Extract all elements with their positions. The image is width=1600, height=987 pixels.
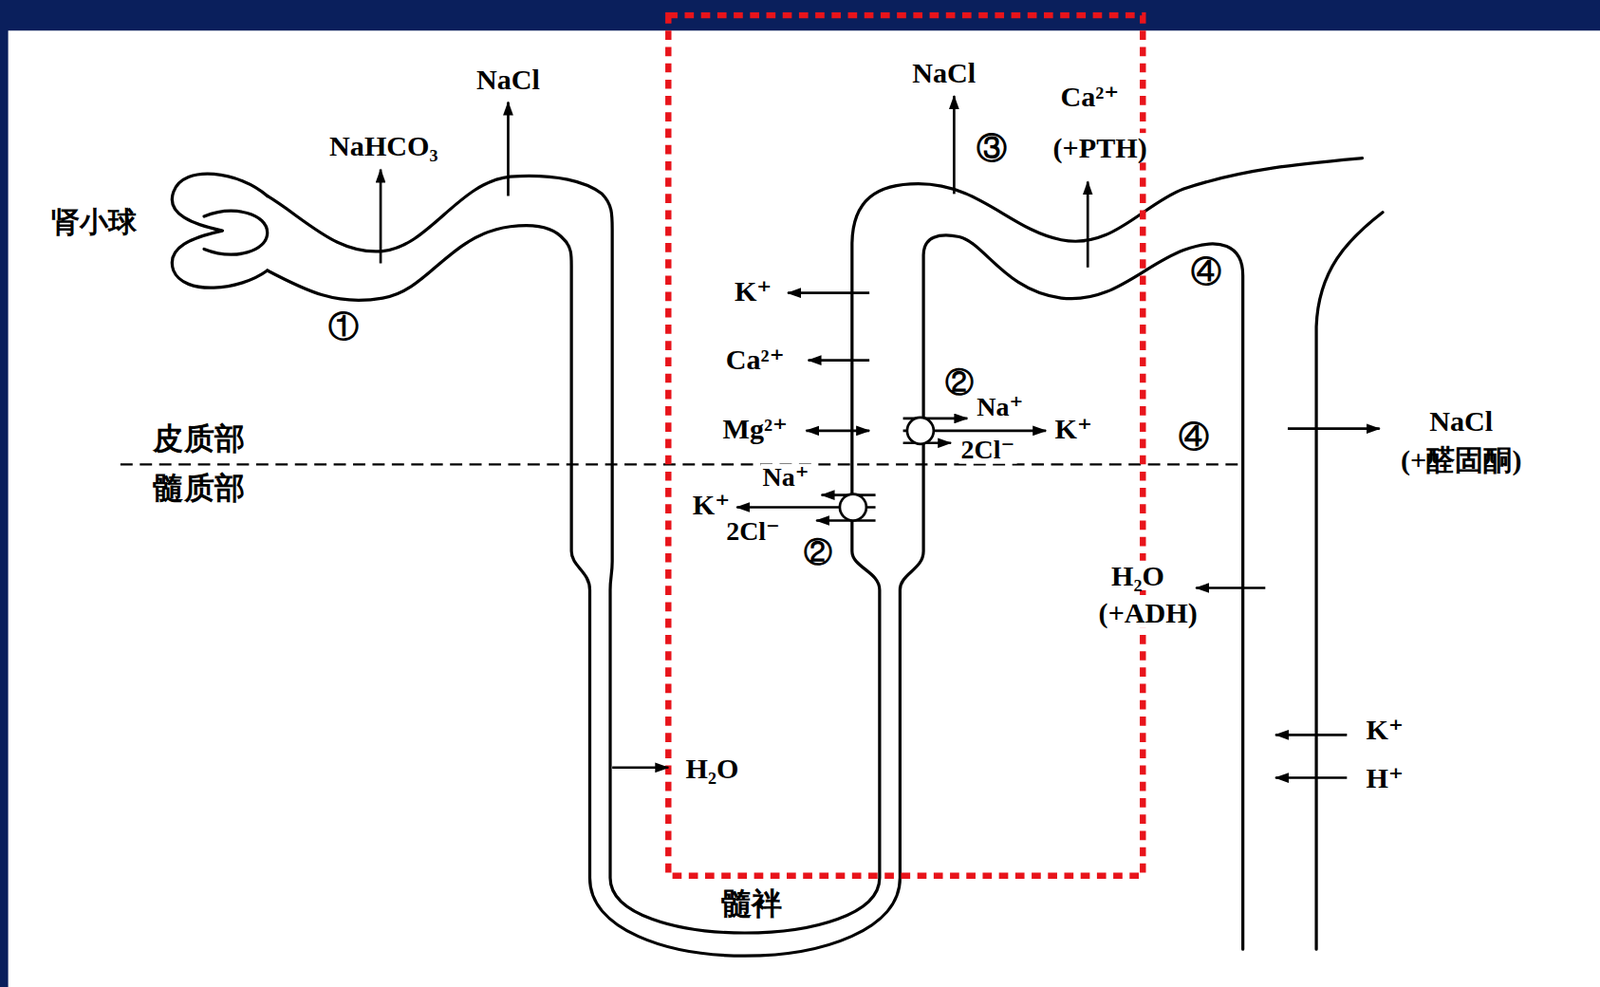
ion-label: NaCl [910,58,978,90]
ion-label: 2Cl⁻ [958,436,1017,465]
transport-arrow [952,95,956,194]
transport-arrow [805,429,870,433]
ion-label: 2Cl⁻ [724,518,782,546]
bowman-capsule [171,173,267,288]
hormone-label: (+PTH) [1050,132,1149,164]
ion-label: NaCl [474,64,542,95]
ion-label: K⁺ [690,490,733,521]
ion-label: H₂O [683,753,741,784]
callout-number: ④ [1189,255,1225,288]
transport-arrow [1086,181,1090,267]
ion-label: H₂O [1109,560,1167,592]
ion-label: Ca²⁺ [1058,81,1121,112]
transport-arrow [1195,586,1266,590]
region-label: 皮质部 [150,423,247,456]
transport-arrow [808,358,871,362]
region-label: 髓质部 [150,471,247,504]
transport-arrow [1287,427,1380,430]
hormone-label: (+醛固酮) [1398,445,1525,476]
ion-label: K⁺ [1052,413,1095,445]
transport-arrow [612,765,669,769]
glomerulus-indent [204,210,268,255]
ion-label: NaHCO₃ [327,130,441,162]
part-label: 髓袢 [719,887,785,920]
callout-number: ④ [1176,420,1212,453]
ion-label: K⁺ [1363,714,1406,745]
ion-label: K⁺ [732,276,775,307]
callout-number: ③ [974,131,1010,165]
ion-label: Na⁺ [760,464,811,492]
transport-arrow [506,102,510,197]
tubule-wall-inner [267,158,1363,933]
collecting-duct-wall [1316,212,1383,950]
ion-label: Ca²⁺ [724,344,787,375]
callout-number: ② [801,537,835,568]
ion-label: Na⁺ [974,392,1025,421]
callout-number: ① [326,310,362,343]
slide-panel [8,30,1600,987]
cotransporter-symbol [839,494,867,521]
tubule-wall-outer [267,225,1244,957]
transport-arrow [1275,776,1347,780]
ion-label: H⁺ [1363,762,1406,794]
transport-arrow [1275,733,1347,737]
transport-arrow [787,291,870,295]
cortex-medulla-boundary [120,463,1241,466]
callout-number: ② [943,368,976,399]
ion-label: Mg²⁺ [720,413,790,445]
transport-arrow [379,169,383,264]
ion-label: NaCl [1427,406,1495,437]
hormone-label: (+ADH) [1096,598,1199,630]
part-label: 肾小球 [49,207,140,239]
cotransporter-symbol [907,417,934,445]
